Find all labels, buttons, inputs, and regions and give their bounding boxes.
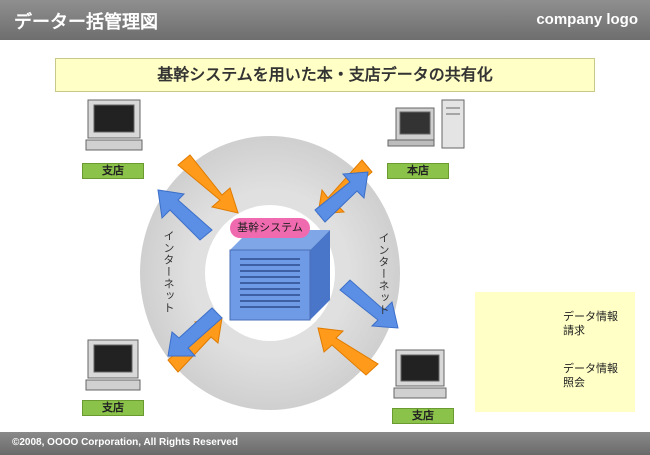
legend-request-label: データ情報 請求 xyxy=(563,310,618,338)
legend-box: データ情報 請求 データ情報 照会 xyxy=(475,292,635,412)
request-arrow-bottom-right xyxy=(317,327,379,376)
internet-label-left: インターネット xyxy=(162,230,175,314)
reference-arrow-bottom-left xyxy=(167,307,223,357)
node-label-top-left: 支店 xyxy=(82,163,144,179)
legend-reference-label: データ情報 照会 xyxy=(563,362,618,390)
computer-icon-top-left xyxy=(85,99,143,151)
legend-reference-line1: データ情報 xyxy=(563,362,618,375)
computer-icon-bottom-right xyxy=(393,349,447,399)
legend-request-line2: 請求 xyxy=(563,324,585,337)
diagram-subtitle: 基幹システムを用いた本・支店データの共有化 xyxy=(55,58,595,92)
header-bar: データー括管理図 company logo xyxy=(0,0,650,40)
internet-label-right: インターネット xyxy=(377,232,390,316)
computer-icon-bottom-left xyxy=(85,339,141,391)
company-logo: company logo xyxy=(536,11,638,28)
reference-arrow-top-right xyxy=(314,171,369,223)
node-label-top-right: 本店 xyxy=(387,163,449,179)
core-system-label: 基幹システム xyxy=(230,218,310,238)
copyright-text: ©2008, OOOO Corporation, All Rights Rese… xyxy=(12,437,238,448)
legend-reference-line2: 照会 xyxy=(563,376,585,389)
node-label-bottom-right: 支店 xyxy=(392,408,454,424)
reference-arrow-bottom-right xyxy=(339,279,399,329)
page-title: データー括管理図 xyxy=(14,12,158,33)
node-label-bottom-left: 支店 xyxy=(82,400,144,416)
server-icon xyxy=(229,230,330,321)
request-arrow-top-left xyxy=(177,154,239,214)
legend-request-line1: データ情報 xyxy=(563,310,618,323)
reference-arrow-top-left xyxy=(157,189,213,241)
footer-bar: ©2008, OOOO Corporation, All Rights Rese… xyxy=(0,432,650,455)
computer-icon-top-right xyxy=(387,99,465,149)
